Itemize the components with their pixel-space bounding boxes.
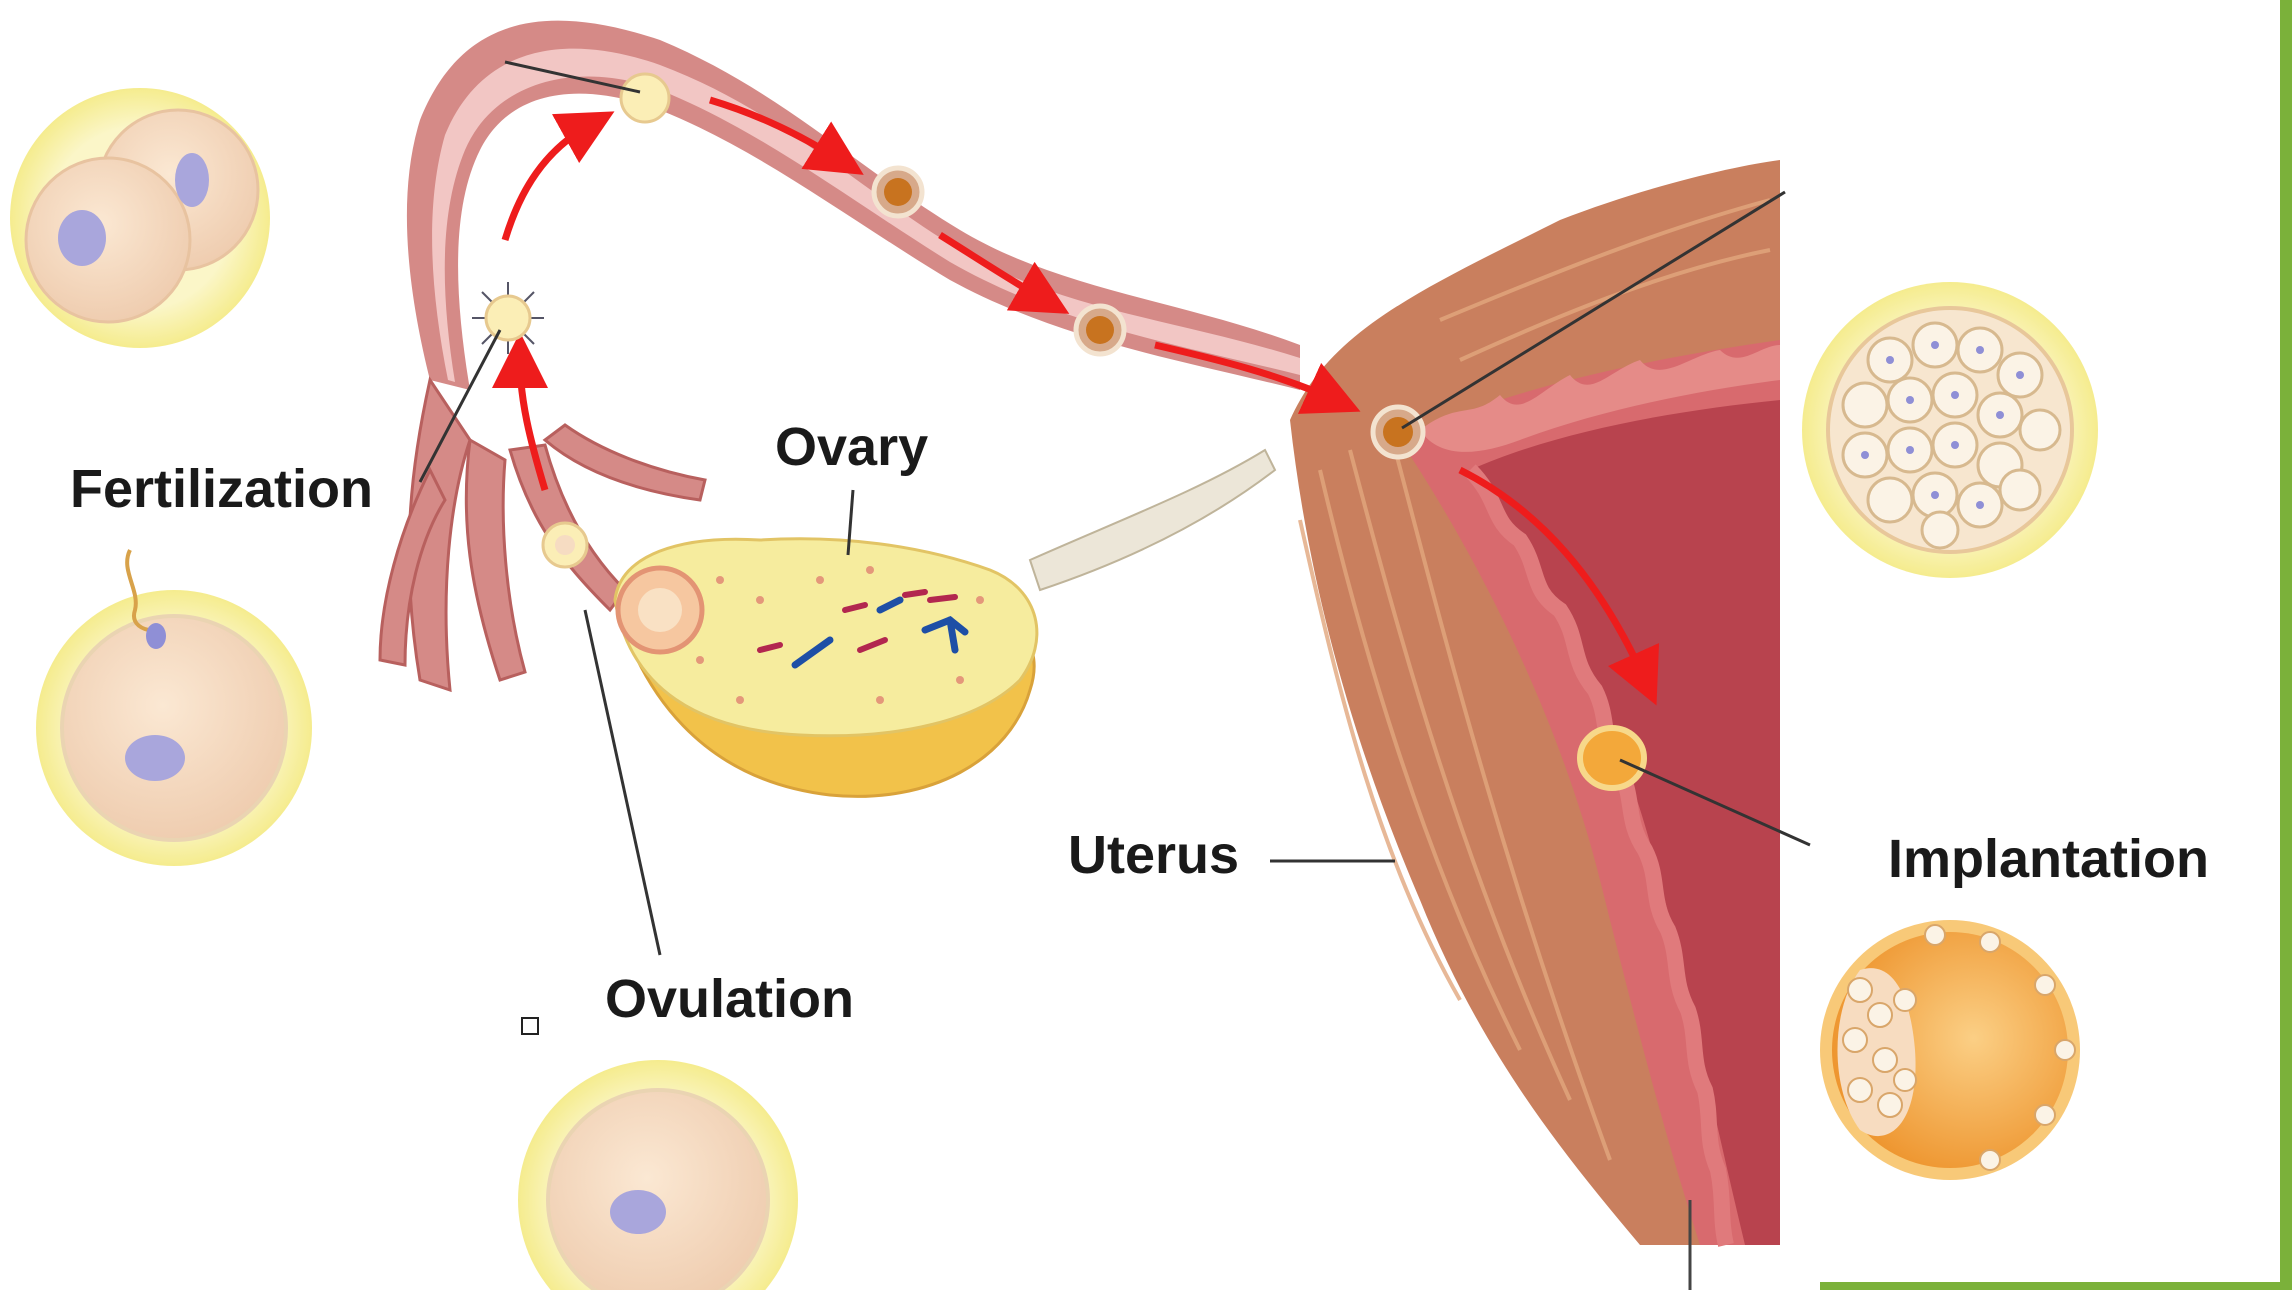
accent-border-right [2280,0,2292,1290]
two-cell-stage [10,88,270,348]
label-ovulation: Ovulation [605,972,854,1026]
accent-border-bottom [1820,1282,2292,1290]
arrow-2 [505,125,590,240]
fertilized-egg-stage [36,550,312,866]
uterus-illustration [1290,160,1780,1290]
ovarian-ligament [1030,450,1275,590]
label-ovary: Ovary [775,420,928,474]
label-implantation: Implantation [1888,832,2209,886]
blastocyst-stage [1820,920,2080,1180]
ovulated-egg [518,1060,798,1290]
marker-square [522,1018,538,1034]
morula-stage [1802,282,2098,578]
label-uterus: Uterus [1068,828,1239,882]
label-fertilization: Fertilization [70,462,373,516]
ovary-illustration [615,539,1037,797]
